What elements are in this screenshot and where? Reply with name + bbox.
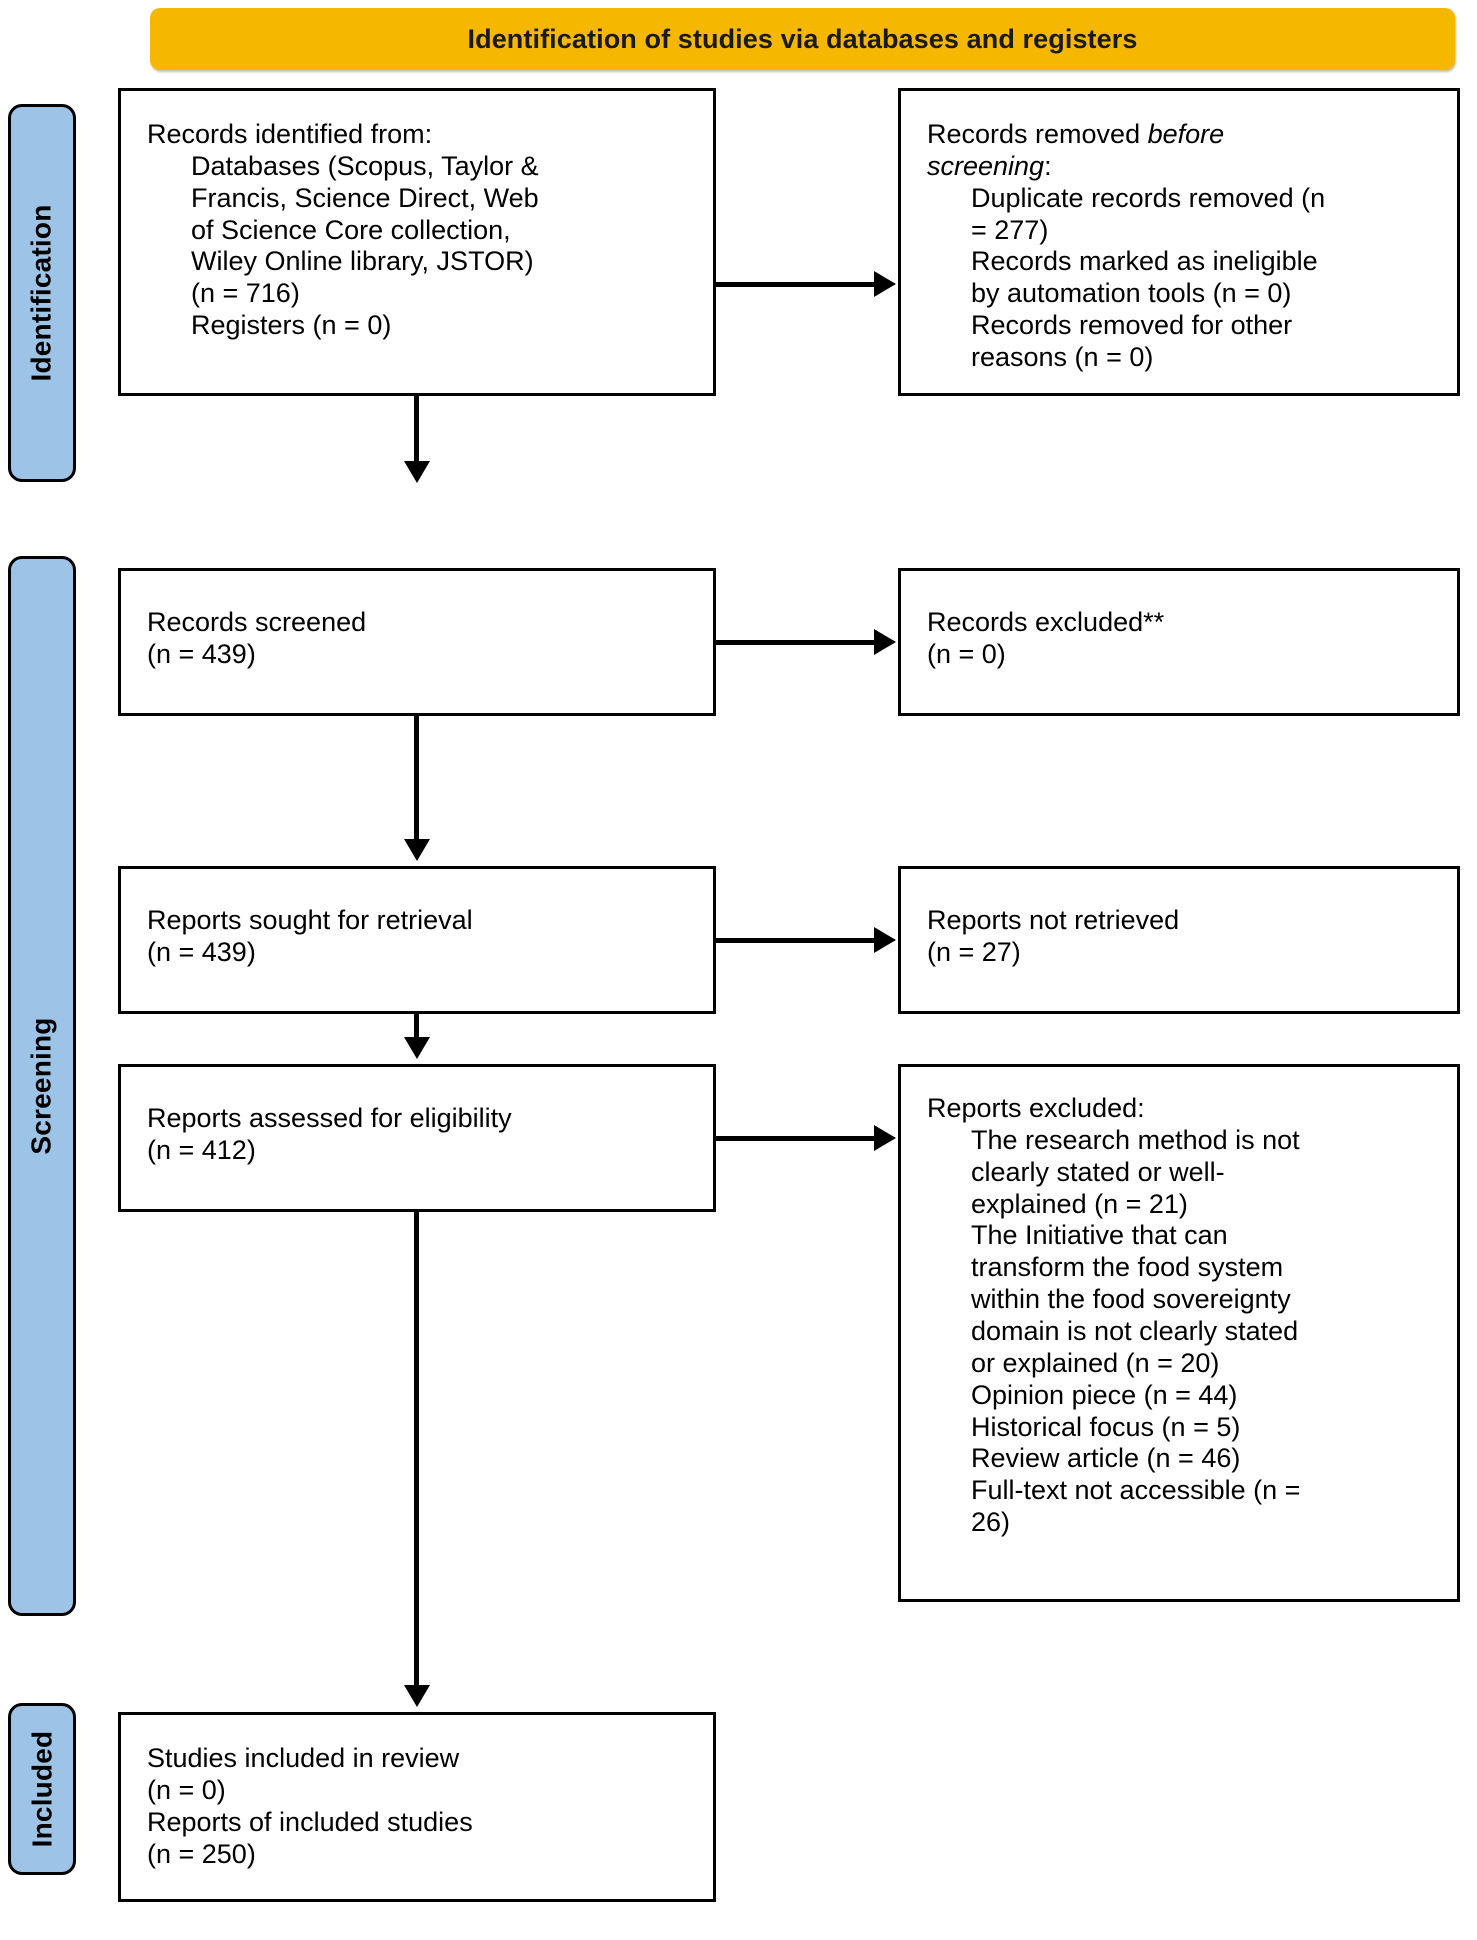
arrowhead-right-icon [874,629,896,655]
reports-excluded-line-3: clearly stated or well- [971,1156,1225,1187]
diagram-title: Identification of studies via databases … [467,23,1138,54]
stage-label-screening: Screening [26,1017,57,1155]
records-removed-line-4: = 277) [971,214,1049,245]
diagram-title-banner: Identification of studies via databases … [150,8,1455,70]
connector-screened-to-sought [414,716,419,844]
reports-excluded-line-4: explained (n = 21) [971,1188,1188,1219]
records-identified-line-4: of Science Core collection, [191,214,511,245]
box-reports-not-retrieved: Reports not retrieved (n = 27) [898,866,1460,1014]
studies-included-line-4: (n = 250) [147,1838,256,1869]
studies-included-line-2: (n = 0) [147,1774,226,1805]
reports-sought-line-2: (n = 439) [147,936,256,967]
records-identified-line-2: Databases (Scopus, Taylor & [191,150,539,181]
box-studies-included: Studies included in review (n = 0) Repor… [118,1712,716,1902]
reports-excluded-line-11: Historical focus (n = 5) [971,1411,1241,1442]
connector-assessed-to-included [414,1212,419,1690]
stage-label-included: Included [26,1730,57,1848]
reports-excluded-line-10: Opinion piece (n = 44) [971,1379,1238,1410]
records-excluded-line-1: Records excluded** [927,607,1165,637]
box-records-screened: Records screened (n = 439) [118,568,716,716]
box-records-excluded: Records excluded** (n = 0) [898,568,1460,716]
records-screened-line-1: Records screened [147,607,367,637]
connector-sought-to-assessed [414,1014,419,1042]
arrowhead-right-icon [874,271,896,297]
records-removed-line-2-plain: : [1044,150,1052,181]
records-removed-line-1-italic: before [1147,119,1225,149]
studies-included-line-3: Reports of included studies [147,1806,473,1837]
connector-assessed-to-reports-excluded [716,1136,876,1141]
reports-not-retrieved-line-2: (n = 27) [927,936,1021,967]
reports-excluded-line-1: Reports excluded: [927,1093,1145,1123]
reports-excluded-line-2: The research method is not [971,1124,1300,1155]
box-records-removed: Records removed before screening: Duplic… [898,88,1460,396]
reports-excluded-line-8: domain is not clearly stated [971,1316,1299,1347]
reports-not-retrieved-line-1: Reports not retrieved [927,905,1180,935]
records-removed-line-3: Duplicate records removed (n [971,182,1326,213]
reports-excluded-line-14: 26) [971,1507,1011,1538]
arrowhead-right-icon [874,927,896,953]
connector-sought-to-not-retrieved [716,938,876,943]
arrowhead-right-icon [874,1125,896,1151]
stage-label-identification: Identification [26,204,57,382]
records-screened-line-2: (n = 439) [147,638,256,669]
records-removed-line-8: reasons (n = 0) [971,342,1154,373]
reports-excluded-line-5: The Initiative that can [971,1220,1228,1251]
arrowhead-down-icon [404,461,430,483]
stage-bar-screening: Screening [8,556,76,1616]
box-reports-excluded: Reports excluded: The research method is… [898,1064,1460,1602]
box-reports-assessed: Reports assessed for eligibility (n = 41… [118,1064,716,1212]
arrowhead-down-icon [404,1685,430,1707]
records-removed-line-7: Records removed for other [971,310,1293,341]
records-identified-line-5: Wiley Online library, JSTOR) [191,246,534,277]
records-removed-line-5: Records marked as ineligible [971,246,1318,277]
reports-sought-line-1: Reports sought for retrieval [147,905,473,935]
reports-assessed-line-1: Reports assessed for eligibility [147,1103,512,1133]
arrowhead-down-icon [404,839,430,861]
records-removed-line-2-italic: screening [927,150,1045,181]
records-removed-line-1-plain: Records removed [927,119,1148,149]
reports-excluded-line-7: within the food sovereignty [971,1284,1291,1315]
records-identified-line-7: Registers (n = 0) [191,310,392,341]
records-removed-line-1: Records removed before [927,119,1439,151]
box-records-identified: Records identified from: Databases (Scop… [118,88,716,396]
connector-identified-to-screened [414,396,419,466]
records-identified-line-3: Francis, Science Direct, Web [191,182,539,213]
connector-screened-to-excluded [716,640,876,645]
records-removed-line-2: screening: [927,151,1439,183]
stage-bar-identification: Identification [8,104,76,482]
connector-identified-to-removed [716,282,876,287]
records-removed-line-6: by automation tools (n = 0) [971,278,1292,309]
box-reports-sought: Reports sought for retrieval (n = 439) [118,866,716,1014]
arrowhead-down-icon [404,1037,430,1059]
stage-bar-included: Included [8,1703,76,1875]
reports-excluded-line-9: or explained (n = 20) [971,1347,1220,1378]
reports-assessed-line-2: (n = 412) [147,1134,256,1165]
records-excluded-line-2: (n = 0) [927,638,1006,669]
reports-excluded-line-13: Full-text not accessible (n = [971,1475,1301,1506]
reports-excluded-line-6: transform the food system [971,1252,1284,1283]
records-identified-line-1: Records identified from: [147,119,433,149]
records-identified-line-6: (n = 716) [191,278,300,309]
reports-excluded-line-12: Review article (n = 46) [971,1443,1241,1474]
studies-included-line-1: Studies included in review [147,1743,460,1773]
